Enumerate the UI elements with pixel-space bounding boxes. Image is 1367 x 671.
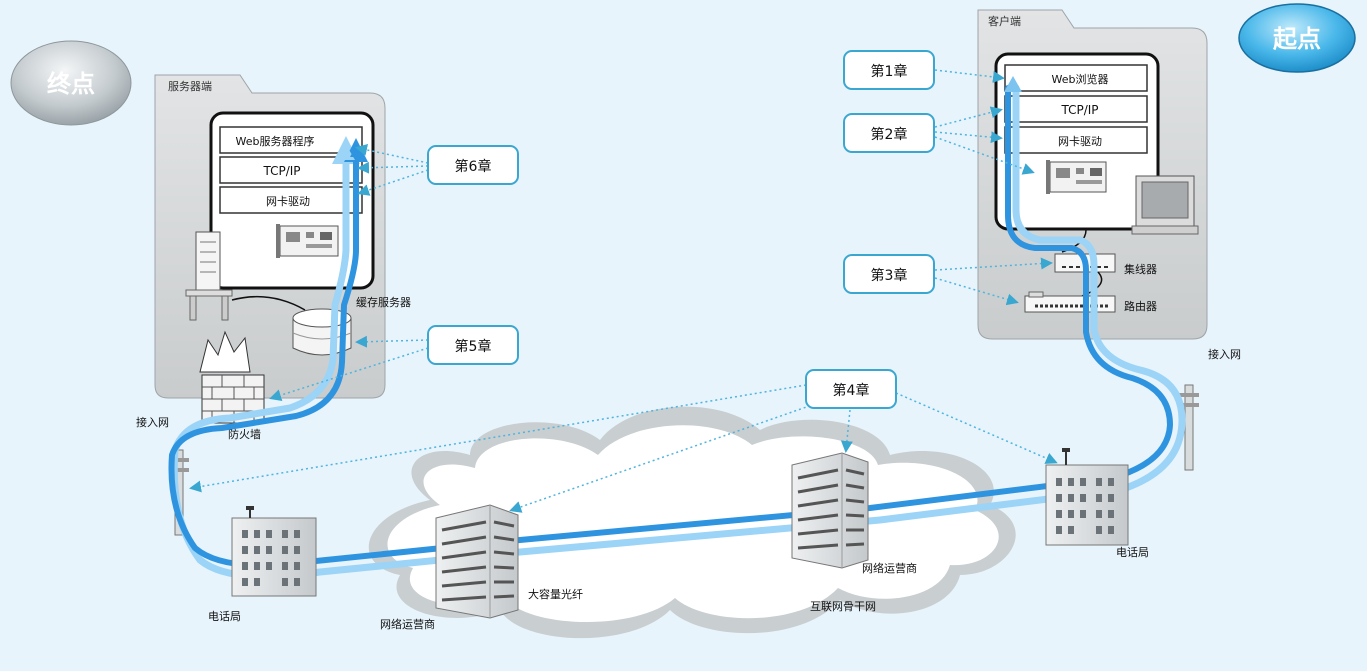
phone-office-right-label: 电话局 xyxy=(1116,546,1149,559)
chapter-6-label: 第6章 xyxy=(455,158,492,175)
server-layer-nic: 网卡驱动 xyxy=(266,195,310,208)
end-badge: 终点 xyxy=(10,40,132,126)
chapter-1-box: 第1章 xyxy=(843,50,935,90)
server-nic-card-icon xyxy=(276,224,339,258)
cache-server-label: 缓存服务器 xyxy=(356,295,411,309)
chapter-1-label: 第1章 xyxy=(871,63,908,80)
backbone-label: 互联网骨干网 xyxy=(810,600,876,613)
chapter-6-box: 第6章 xyxy=(427,145,519,185)
router-label: 路由器 xyxy=(1124,299,1157,313)
server-access-net-label: 接入网 xyxy=(136,416,169,429)
fiber-label: 大容量光纤 xyxy=(528,587,583,601)
chapter-5-box: 第5章 xyxy=(427,325,519,365)
chapter-2-box: 第2章 xyxy=(843,113,935,153)
start-badge-label: 起点 xyxy=(1272,25,1321,53)
chapter-5-label: 第5章 xyxy=(455,338,492,355)
client-layer-tcpip: TCP/IP xyxy=(1060,103,1098,117)
hub-label: 集线器 xyxy=(1124,262,1157,276)
isp-left-label: 网络运营商 xyxy=(380,617,435,631)
chapter-3-box: 第3章 xyxy=(843,254,935,294)
firewall-label: 防火墙 xyxy=(228,427,261,441)
phone-office-left-label: 电话局 xyxy=(208,610,241,623)
isp-left-building-icon xyxy=(435,504,519,619)
client-nic-card-icon xyxy=(1046,160,1107,194)
chapter-3-label: 第3章 xyxy=(871,267,908,284)
server-layer-stack: Web服务器程序 TCP/IP 网卡驱动 xyxy=(219,126,363,214)
chapter-2-label: 第2章 xyxy=(871,126,908,143)
phone-office-left-icon xyxy=(231,506,317,597)
chapter-4-box: 第4章 xyxy=(805,369,897,409)
monitor-icon xyxy=(1131,175,1199,235)
start-badge: 起点 xyxy=(1238,3,1356,73)
isp-right-label: 网络运营商 xyxy=(862,561,917,575)
client-layer-browser: Web浏览器 xyxy=(1052,72,1109,86)
server-layer-tcpip: TCP/IP xyxy=(262,164,300,178)
phone-office-right-icon xyxy=(1045,448,1129,546)
client-panel: 客户端 Web浏览器 TCP/IP 网卡驱动 集线器 xyxy=(977,9,1208,340)
server-panel: 服务器端 Web服务器程序 TCP/IP 网卡驱动 xyxy=(154,74,411,399)
chapter-pointers xyxy=(189,69,1058,513)
client-panel-title: 客户端 xyxy=(988,14,1021,28)
server-panel-title: 服务器端 xyxy=(168,80,212,93)
client-access-net-label: 接入网 xyxy=(1208,348,1241,361)
end-badge-label: 终点 xyxy=(47,70,95,98)
data-path-light xyxy=(170,84,1186,580)
client-layer-nic: 网卡驱动 xyxy=(1058,135,1102,148)
server-layer-web: Web服务器程序 xyxy=(236,134,315,148)
isp-right-building-icon xyxy=(791,452,869,569)
client-layer-stack: Web浏览器 TCP/IP 网卡驱动 xyxy=(1004,64,1148,154)
server-rack-icon xyxy=(185,231,233,321)
chapter-4-label: 第4章 xyxy=(833,382,870,399)
